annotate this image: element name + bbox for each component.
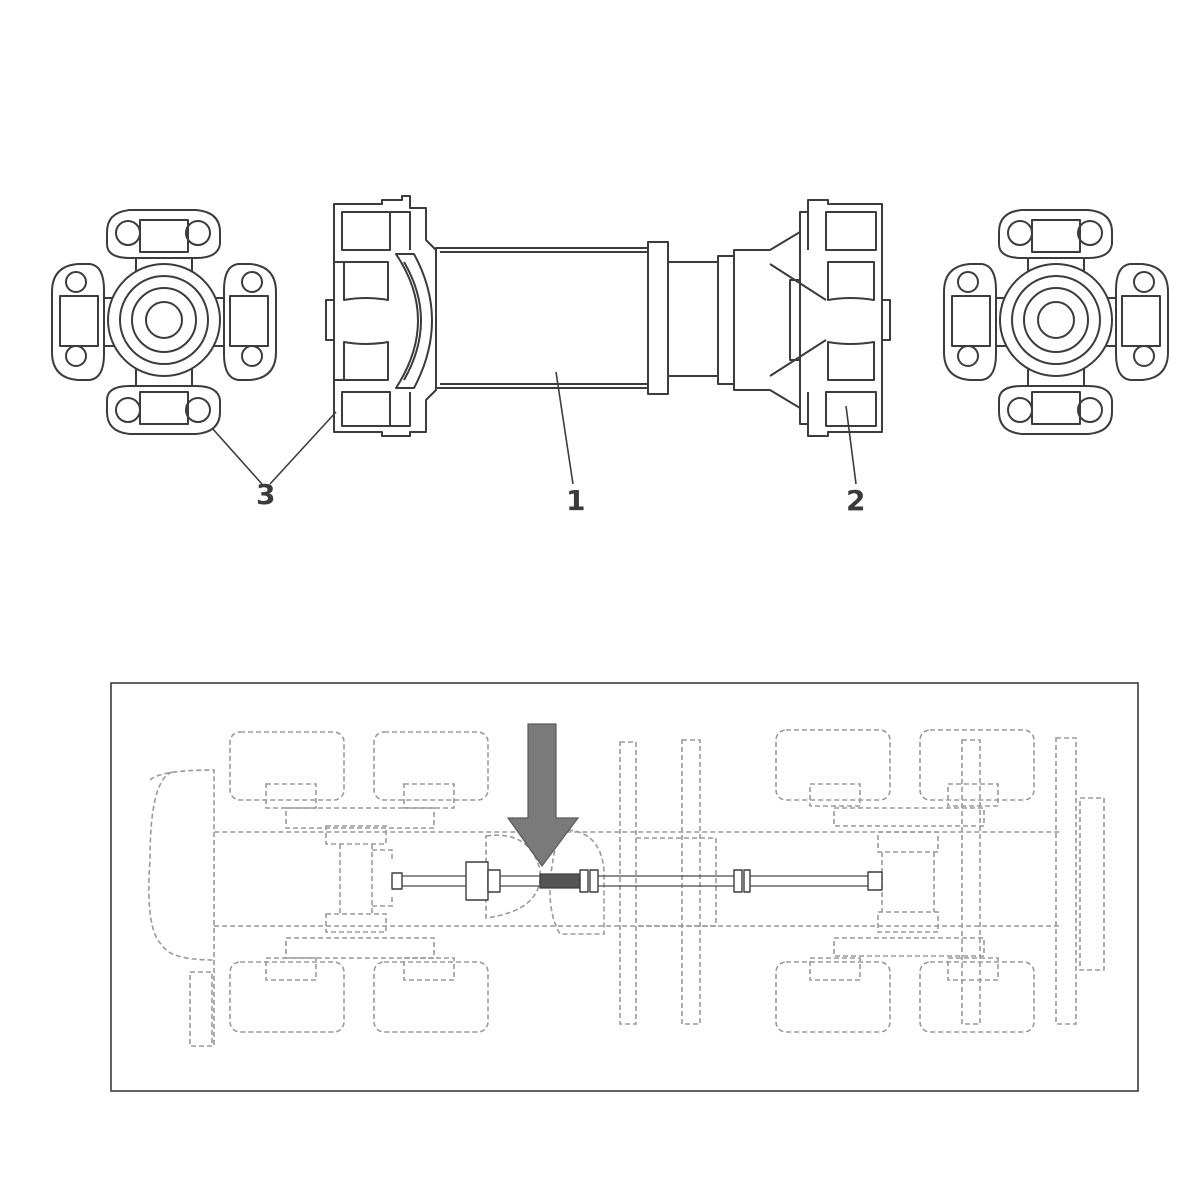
callout-1: 1 <box>566 484 585 517</box>
callout-2: 2 <box>846 484 865 517</box>
down-arrow-icon <box>506 723 580 868</box>
vehicle-locator-inset <box>110 682 1139 1092</box>
highlighted-shaft-section <box>539 873 581 889</box>
propeller-shaft-line <box>391 861 883 901</box>
drive-shaft-assembly <box>325 195 891 437</box>
right-universal-joint-cross <box>943 209 1169 435</box>
slip-joint <box>667 231 801 409</box>
leader-2 <box>845 405 857 485</box>
left-yoke <box>325 195 437 437</box>
leader-1 <box>555 371 574 485</box>
inset-frame <box>110 682 1139 1092</box>
leader-3a <box>211 427 263 485</box>
shaft-tube <box>435 247 653 389</box>
right-yoke <box>769 199 891 437</box>
shaft-collar <box>647 241 669 395</box>
chassis-outline <box>148 729 1105 1047</box>
leader-3b <box>269 411 337 485</box>
callout-3: 3 <box>256 478 275 511</box>
left-universal-joint-cross <box>51 209 277 435</box>
